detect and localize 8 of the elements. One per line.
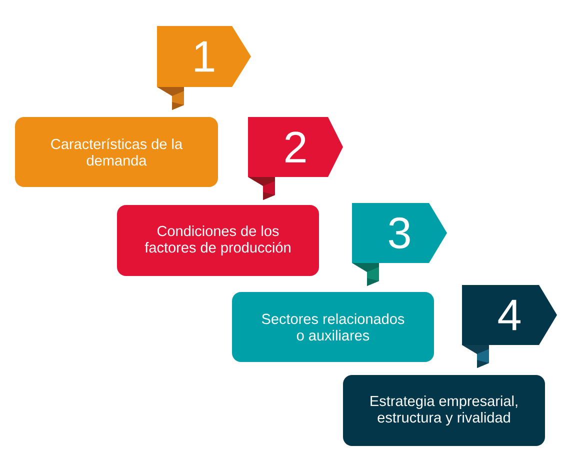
number-flag: 2	[248, 117, 343, 200]
text-box: Estrategia empresarial, estructura y rivalidad	[343, 375, 545, 446]
text-box: Sectores relacionados o auxiliares	[232, 292, 434, 362]
text-box: Características de la demanda	[15, 117, 218, 187]
text-box: Condiciones de los factores de producción	[117, 205, 319, 276]
number-flag: 1	[157, 26, 251, 110]
number-flag: 4	[462, 285, 557, 368]
number-flag: 3	[352, 203, 447, 286]
